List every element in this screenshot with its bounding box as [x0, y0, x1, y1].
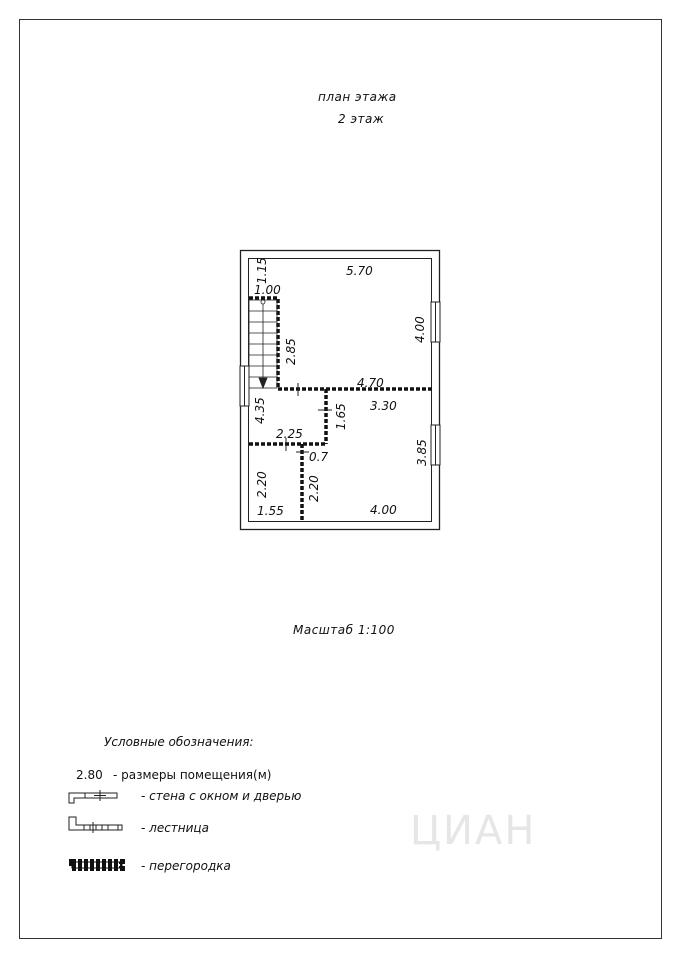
dim-470: 4.70	[357, 376, 384, 390]
dim-mid-220: 2.20	[307, 475, 321, 502]
dim-100: 1.00	[254, 283, 281, 297]
dim-top-width: 5.70	[346, 264, 373, 278]
legend-stairs-text: - лестница	[141, 821, 209, 835]
legend-dims-sample: 2.80	[76, 768, 103, 782]
window-right-lower	[430, 424, 441, 466]
legend-heading: Условные обозначения:	[104, 735, 254, 749]
staircase	[248, 299, 278, 390]
partitions	[249, 296, 432, 521]
dim-stair-length: 2.85	[284, 338, 298, 365]
dim-left-220: 2.20	[255, 471, 269, 498]
dim-165: 1.65	[334, 403, 348, 430]
legend-dims-text: - размеры помещения(м)	[113, 768, 272, 782]
legend-partition-icon	[69, 859, 125, 871]
window-left	[239, 365, 250, 407]
dim-225: 2.25	[276, 427, 303, 441]
dim-115: 1.15	[255, 257, 269, 284]
plan-title: план этажа	[318, 90, 397, 104]
legend-partition-text: - перегородка	[141, 859, 231, 873]
window-right-upper	[430, 301, 441, 343]
dim-bottom-400: 4.00	[370, 503, 397, 517]
scale-label: Масштаб 1:100	[293, 623, 395, 637]
floor-label: 2 этаж	[338, 112, 385, 126]
dim-155: 1.55	[257, 504, 284, 518]
dim-left-435: 4.35	[253, 397, 267, 424]
door-marks	[285, 383, 332, 453]
dim-right-upper: 4.00	[413, 316, 427, 343]
legend-wall-text: - стена с окном и дверью	[141, 789, 302, 803]
dim-330: 3.30	[370, 399, 397, 413]
legend-wall-icon	[68, 790, 118, 804]
dim-right-lower: 3.85	[415, 439, 429, 466]
legend-stairs-icon	[68, 816, 123, 833]
drawing-sheet-border	[19, 19, 662, 939]
watermark-text: ЦИАН	[410, 808, 537, 854]
watermark-logo: ЦИАН	[410, 808, 536, 854]
dim-07: 0.7	[309, 450, 328, 464]
